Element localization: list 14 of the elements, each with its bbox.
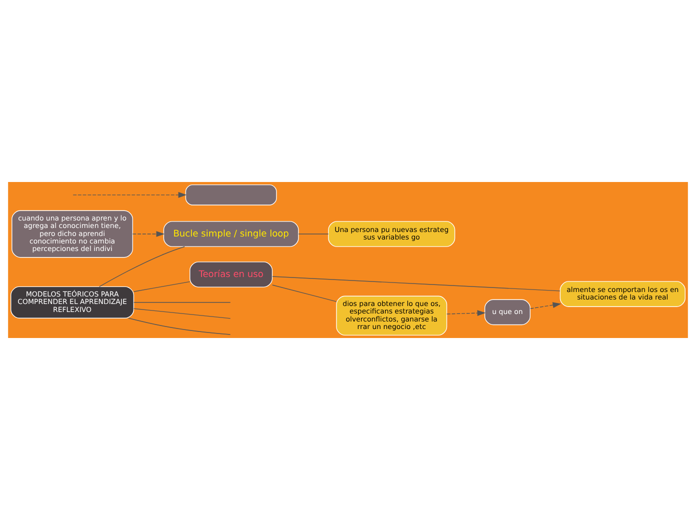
connector	[128, 318, 231, 335]
node-box: Bucle simple / single loop	[163, 221, 299, 247]
connector	[134, 308, 231, 319]
node-box: Teorías en uso	[190, 262, 273, 288]
connector	[134, 281, 190, 292]
node-box	[185, 184, 277, 206]
connector	[98, 246, 185, 288]
arrow	[530, 302, 562, 309]
connector	[272, 284, 337, 302]
connector	[134, 302, 231, 303]
arrow	[132, 231, 165, 237]
arrow	[446, 310, 486, 316]
arrow	[72, 192, 187, 198]
connector	[272, 276, 560, 292]
